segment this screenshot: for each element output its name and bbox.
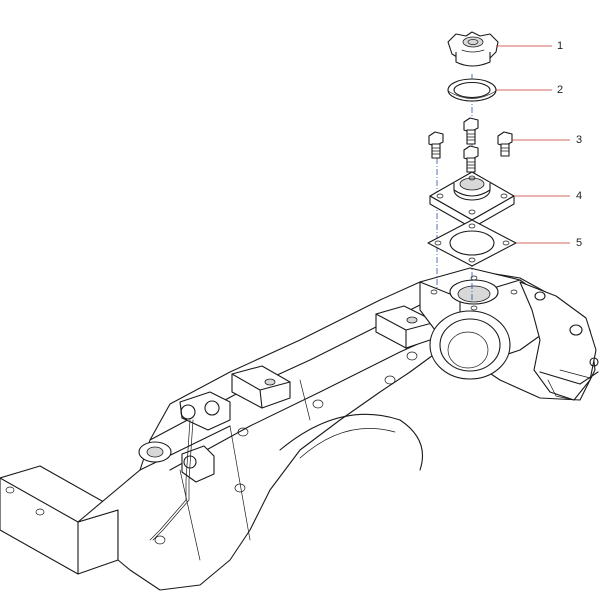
bolt-middle [463,145,479,173]
callout-5: 5 [576,237,583,249]
bolt-left [428,131,444,159]
seal-ring [447,78,497,102]
differential-housing [419,267,549,380]
axle-housing [0,267,599,591]
callout-4: 4 [576,190,583,202]
axle-left-end-block [0,465,119,575]
callout-3: 3 [576,134,583,146]
gasket [427,219,517,267]
kingpin-boss [138,441,172,463]
filler-cap [447,31,499,67]
brake-line [149,419,191,541]
callout-2: 2 [557,84,564,96]
flange-adapter [429,171,515,229]
callout-1: 1 [557,40,564,52]
right-axle-housing [519,281,599,401]
bolts [428,117,513,173]
front-bracket [179,391,231,483]
bolt-top-center [463,117,479,145]
leader-lines [496,45,570,244]
mounting-pad-front [231,365,291,409]
bolt-right [497,131,513,157]
